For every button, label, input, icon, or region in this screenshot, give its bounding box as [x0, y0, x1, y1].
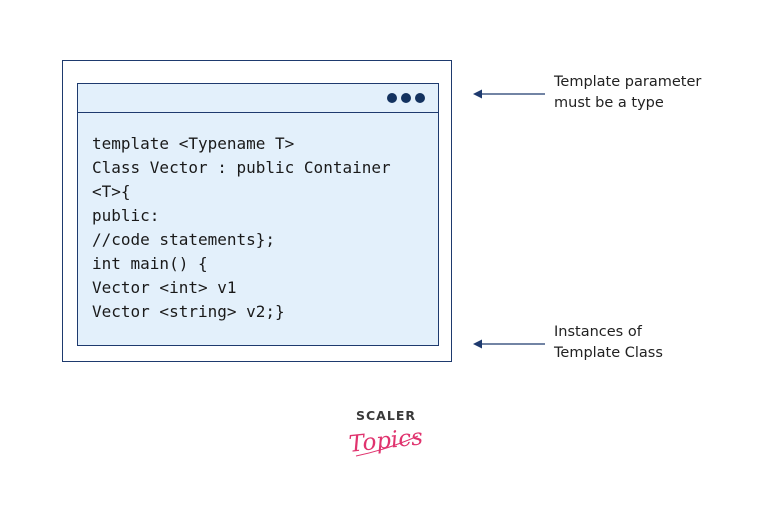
annotation-instances: Instances of Template Class: [554, 322, 663, 364]
logo-swash-icon: [355, 435, 419, 457]
code-line: template <Typename T>: [92, 134, 295, 153]
code-line: public:: [92, 206, 160, 225]
annotation-line: Template Class: [554, 345, 663, 361]
code-block: template <Typename T> Class Vector : pub…: [92, 132, 391, 324]
arrow-left-icon: [473, 89, 545, 99]
dot-icon: [387, 93, 397, 103]
code-line: //code statements};: [92, 230, 276, 249]
code-line: Vector <string> v2;}: [92, 302, 285, 321]
logo-top-text: SCALER: [356, 408, 416, 423]
arrow-left-icon: [473, 339, 545, 349]
code-line: int main() {: [92, 254, 208, 273]
code-window: template <Typename T> Class Vector : pub…: [77, 83, 439, 346]
logo-bottom-text: Topics: [348, 424, 424, 458]
scaler-topics-logo: SCALER Topics: [348, 408, 424, 458]
dot-icon: [401, 93, 411, 103]
annotation-line: must be a type: [554, 95, 664, 111]
code-line: <T>{: [92, 182, 131, 201]
code-line: Class Vector : public Container: [92, 158, 391, 177]
code-line: Vector <int> v1: [92, 278, 237, 297]
window-title-bar: [78, 84, 438, 113]
annotation-template-parameter: Template parameter must be a type: [554, 72, 701, 114]
dot-icon: [415, 93, 425, 103]
annotation-line: Template parameter: [554, 74, 702, 90]
annotation-line: Instances of: [554, 324, 642, 340]
window-dots-icon: [387, 93, 425, 103]
